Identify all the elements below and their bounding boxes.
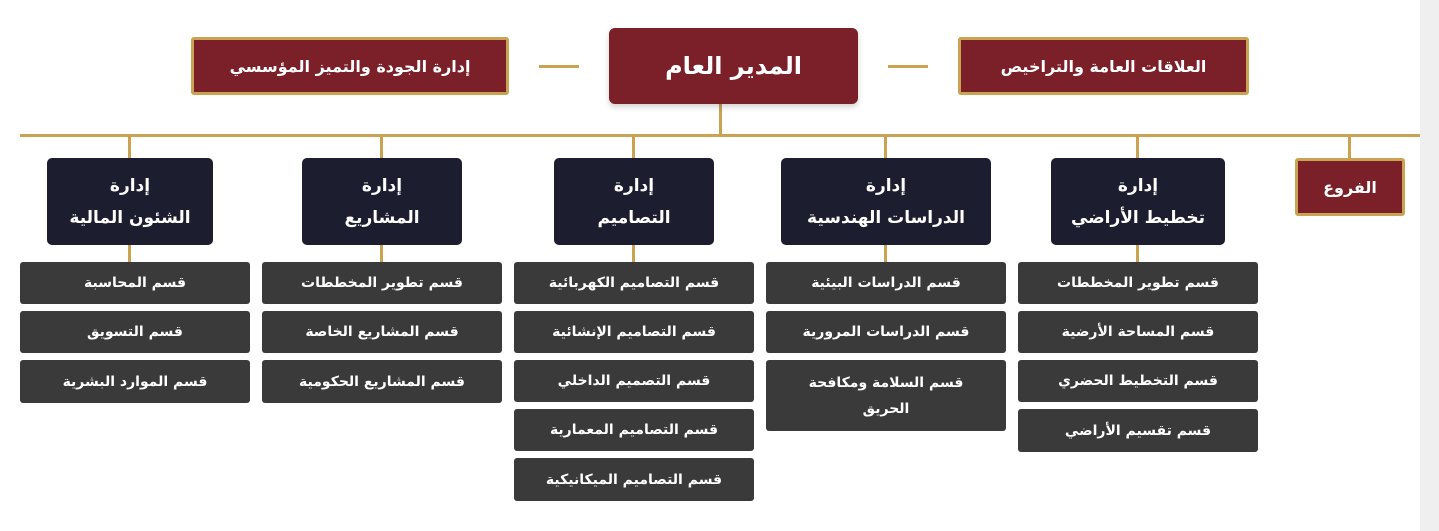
connector-drop-engineering: [884, 134, 887, 158]
dept-title-line2: الشئون المالية: [69, 207, 191, 228]
page-edge-strip: [1420, 0, 1439, 531]
branches-box: الفروع: [1295, 158, 1405, 216]
section-item: قسم المساحة الأرضية: [1018, 311, 1258, 353]
section-item: قسم التصاميم الكهربائية: [514, 262, 754, 304]
section-item: قسم التخطيط الحضري: [1018, 360, 1258, 402]
dept-title-line2: التصاميم: [597, 207, 671, 228]
connector-dept-projects: [380, 244, 383, 262]
dept-title-line2: المشاريع: [344, 207, 420, 228]
dept-title-line1: إدارة: [865, 175, 907, 196]
section-item: قسم الموارد البشرية: [20, 360, 250, 403]
connector-left-top: [539, 65, 579, 68]
dept-engineering-studies: إدارة الدراسات الهندسية: [781, 158, 991, 245]
dept-title-line1: إدارة: [1117, 175, 1159, 196]
dept-title-line2: تخطيط الأراضي: [1071, 207, 1205, 228]
connector-dept-designs: [632, 244, 635, 262]
section-item: قسم المشاريع الحكومية: [262, 360, 502, 403]
section-item: قسم التصاميم المعمارية: [514, 409, 754, 451]
section-item: قسم التصاميم الإنشائية: [514, 311, 754, 353]
connector-drop-land: [1136, 134, 1139, 158]
connector-dept-land: [1136, 244, 1139, 262]
quality-dept-box: إدارة الجودة والتميز المؤسسي: [191, 37, 509, 95]
dept-designs: إدارة التصاميم: [554, 158, 714, 245]
section-item: قسم السلامة ومكافحة الحريق: [766, 360, 1006, 431]
connector-gm-down: [719, 104, 722, 136]
dept-title-line2: الدراسات الهندسية: [807, 207, 965, 228]
connector-drop-projects: [380, 134, 383, 158]
section-item: قسم المحاسبة: [20, 262, 250, 304]
connector-drop-branches: [1348, 134, 1351, 159]
section-item: قسم تطوير المخططات: [1018, 262, 1258, 304]
section-item: قسم تطوير المخططات: [262, 262, 502, 304]
connector-horizontal: [20, 134, 1420, 137]
dept-title-line1: إدارة: [109, 175, 151, 196]
dept-projects: إدارة المشاريع: [302, 158, 462, 245]
connector-drop-finance: [128, 134, 131, 158]
section-item: قسم تقسيم الأراضي: [1018, 409, 1258, 452]
dept-title-line1: إدارة: [613, 175, 655, 196]
connector-dept-finance: [128, 244, 131, 262]
section-item: قسم الدراسات البيئية: [766, 262, 1006, 304]
section-item: قسم التسويق: [20, 311, 250, 353]
section-item: قسم المشاريع الخاصة: [262, 311, 502, 353]
section-item: قسم التصميم الداخلي: [514, 360, 754, 402]
section-item: قسم التصاميم الميكانيكية: [514, 458, 754, 501]
dept-financial-affairs: إدارة الشئون المالية: [47, 158, 213, 245]
section-item: قسم الدراسات المرورية: [766, 311, 1006, 353]
public-relations-box: العلاقات العامة والتراخيص: [958, 37, 1249, 95]
general-manager-box: المدير العام: [609, 28, 858, 104]
connector-right-top: [888, 65, 928, 68]
connector-drop-designs: [632, 134, 635, 158]
connector-dept-engineering: [884, 244, 887, 262]
dept-title-line1: إدارة: [361, 175, 403, 196]
dept-land-planning: إدارة تخطيط الأراضي: [1051, 158, 1225, 245]
